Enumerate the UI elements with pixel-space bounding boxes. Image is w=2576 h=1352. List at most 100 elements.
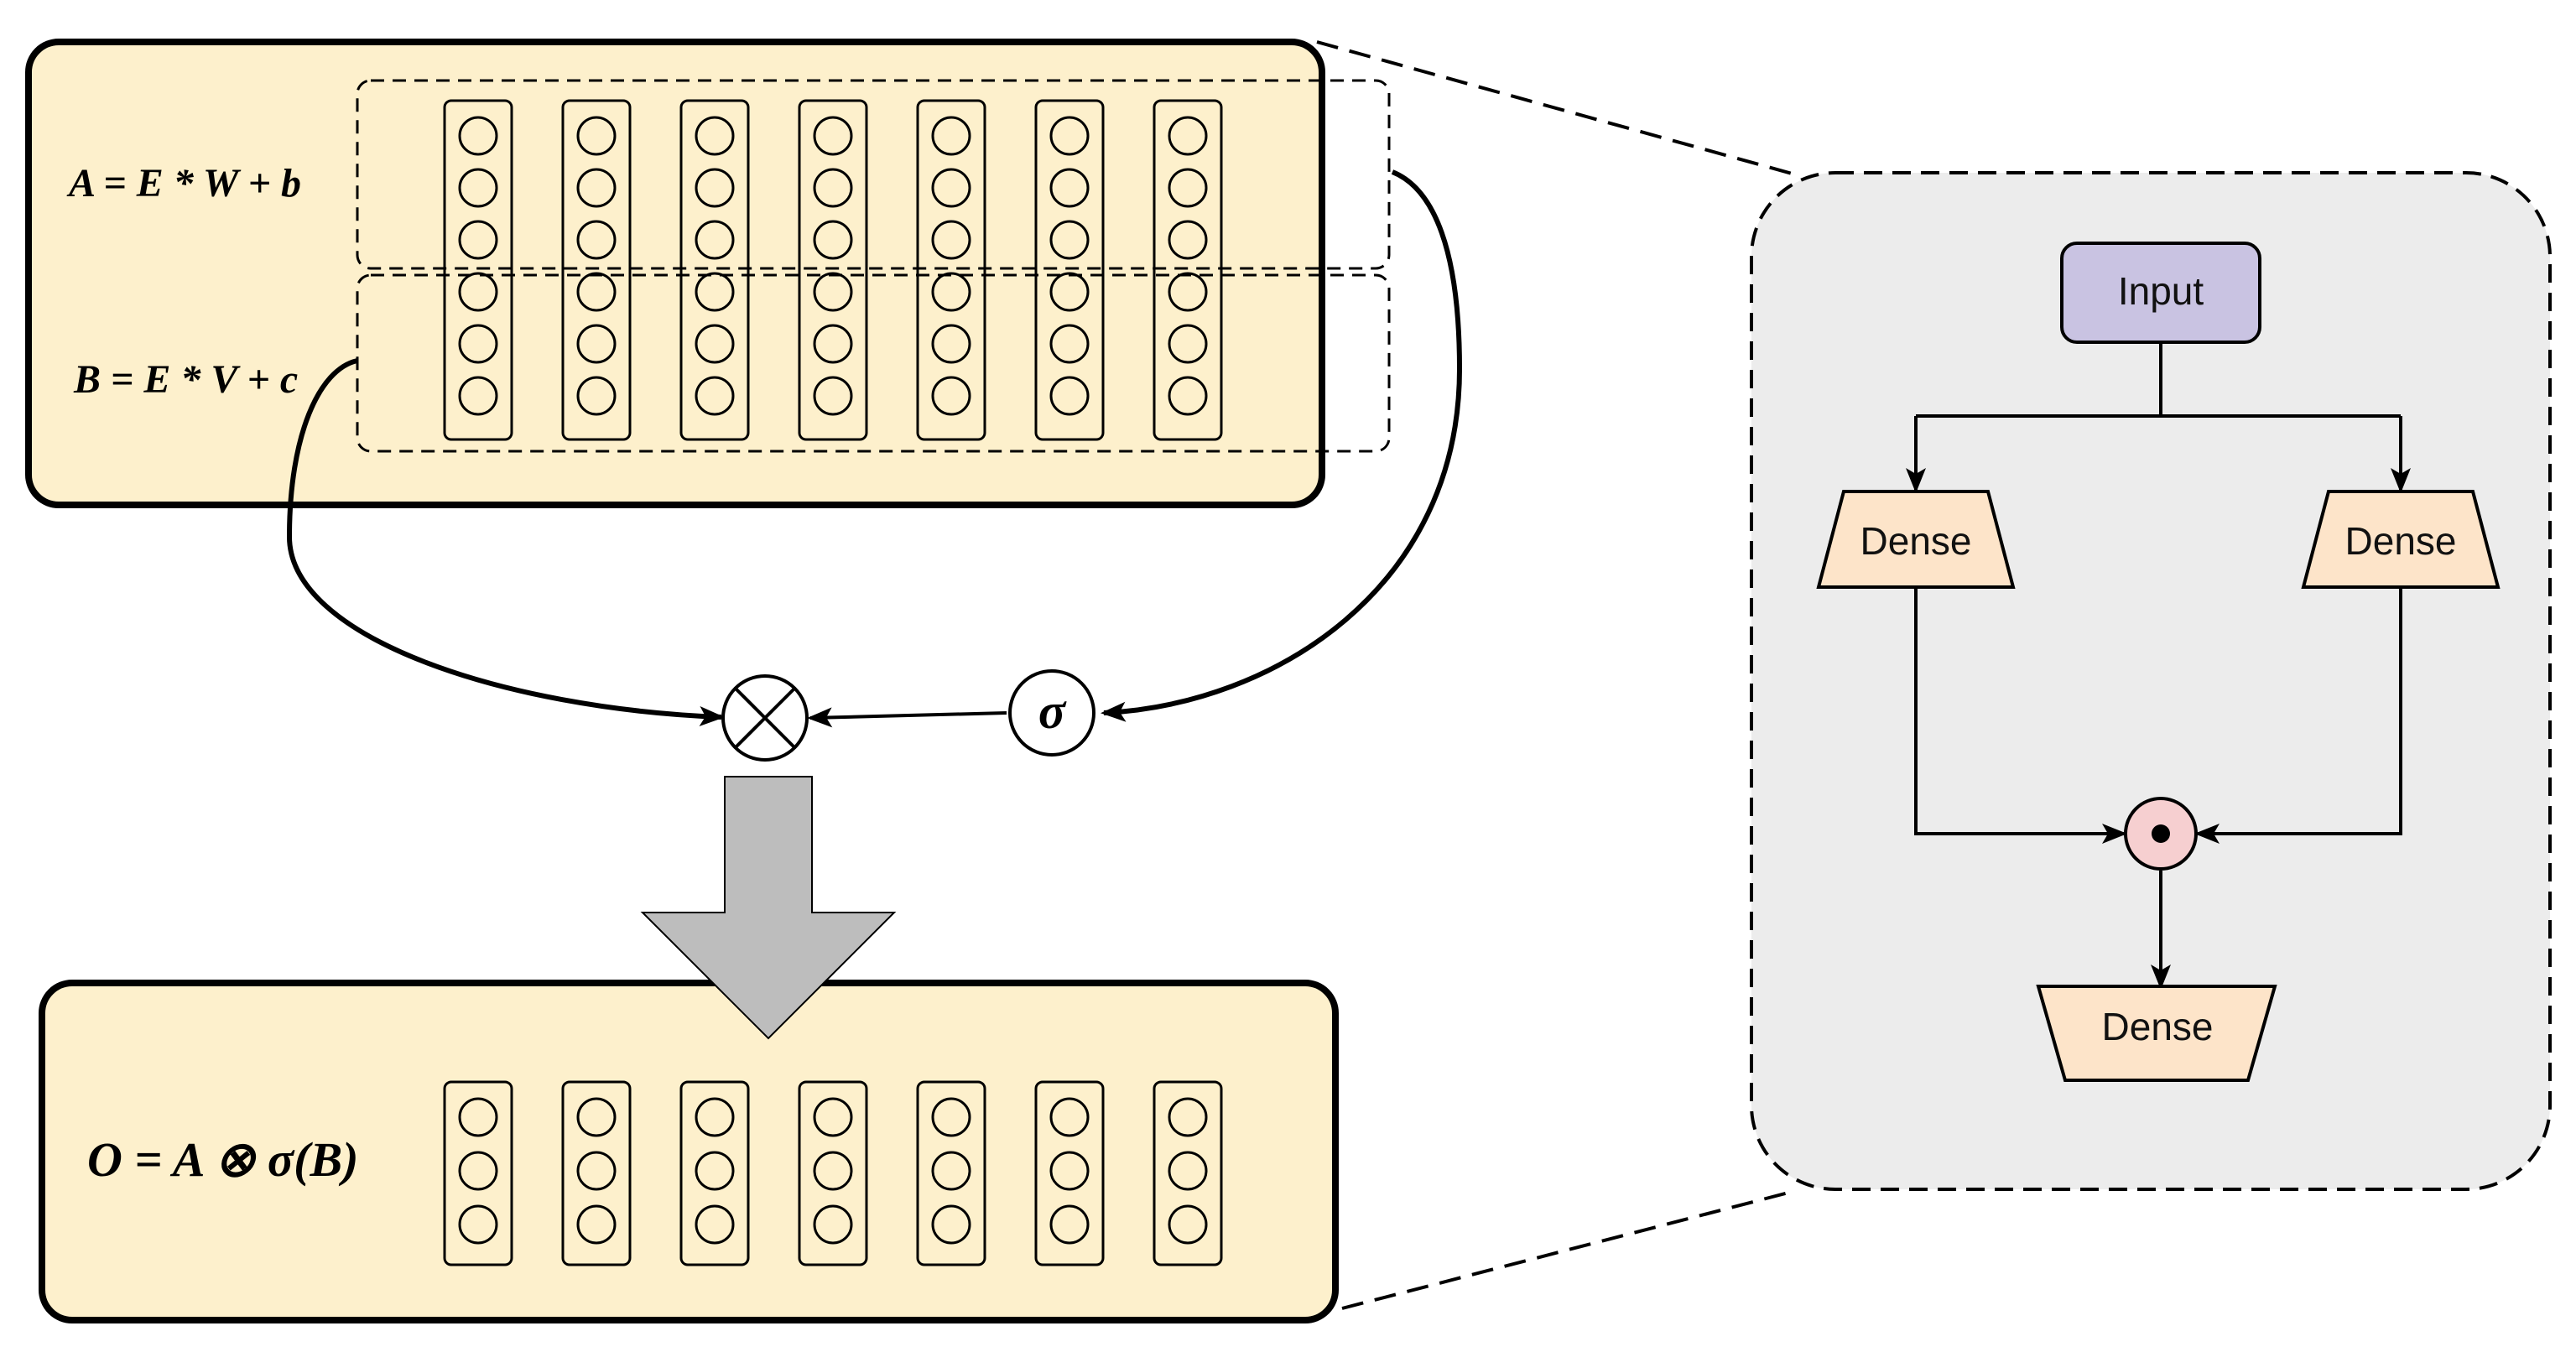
top-neuron bbox=[813, 220, 853, 260]
sigma-to-multiply-arrow bbox=[807, 707, 1007, 728]
bottom-panel bbox=[39, 980, 1339, 1323]
top-neuron bbox=[931, 220, 971, 260]
dense-output-label: Dense bbox=[2102, 1005, 2214, 1048]
bottom-neuron bbox=[1168, 1151, 1208, 1191]
top-neuron bbox=[1168, 272, 1208, 312]
top-neuron bbox=[695, 272, 735, 312]
bottom-column-2 bbox=[561, 1080, 632, 1266]
top-neuron bbox=[458, 116, 498, 156]
zoom-line-top bbox=[1316, 40, 1796, 176]
bottom-neuron bbox=[813, 1151, 853, 1191]
top-neuron bbox=[931, 116, 971, 156]
top-column-7 bbox=[1153, 99, 1223, 441]
zoom-line-bottom bbox=[1341, 1189, 1796, 1310]
dense-left-label: Dense bbox=[1860, 519, 1972, 563]
top-panel bbox=[25, 39, 1325, 508]
top-neuron bbox=[576, 116, 617, 156]
top-neuron bbox=[458, 272, 498, 312]
top-column-4 bbox=[798, 99, 868, 441]
top-neuron bbox=[931, 376, 971, 416]
dense-left-node bbox=[1816, 490, 2016, 589]
equation-a: A = E * W + b bbox=[66, 161, 301, 205]
bottom-column-4 bbox=[798, 1080, 868, 1266]
dense-left-to-product-arrow bbox=[1914, 587, 2127, 844]
bottom-neuron bbox=[1049, 1151, 1090, 1191]
top-neuron bbox=[1168, 324, 1208, 364]
equation-o: O = A ⊗ σ(B) bbox=[87, 1132, 358, 1187]
bottom-neuron bbox=[458, 1151, 498, 1191]
top-neuron bbox=[695, 168, 735, 208]
top-neuron bbox=[813, 116, 853, 156]
top-neuron bbox=[576, 324, 617, 364]
bottom-column-1 bbox=[443, 1080, 513, 1266]
top-neuron bbox=[695, 116, 735, 156]
dense-right-to-product-arrow bbox=[2194, 587, 2402, 844]
top-neuron bbox=[1049, 168, 1090, 208]
top-neuron bbox=[813, 168, 853, 208]
input-node bbox=[2060, 242, 2261, 344]
top-neuron bbox=[1168, 376, 1208, 416]
top-neuron bbox=[695, 324, 735, 364]
top-neuron bbox=[813, 324, 853, 364]
top-column-2 bbox=[561, 99, 632, 441]
bottom-neuron bbox=[576, 1097, 617, 1137]
top-column-3 bbox=[679, 99, 750, 441]
top-neuron bbox=[458, 376, 498, 416]
bottom-neuron bbox=[576, 1204, 617, 1245]
top-neuron bbox=[813, 272, 853, 312]
bottom-neuron bbox=[1168, 1204, 1208, 1245]
bottom-neuron bbox=[576, 1151, 617, 1191]
top-neuron bbox=[576, 272, 617, 312]
bottom-column-5 bbox=[916, 1080, 986, 1266]
bottom-neuron bbox=[1168, 1097, 1208, 1137]
bottom-column-3 bbox=[679, 1080, 750, 1266]
bottom-neuron bbox=[931, 1204, 971, 1245]
bottom-neuron bbox=[931, 1151, 971, 1191]
top-neuron bbox=[931, 168, 971, 208]
bottom-neuron bbox=[695, 1204, 735, 1245]
top-neuron bbox=[1049, 116, 1090, 156]
a-projection-region bbox=[356, 79, 1391, 270]
bottom-column-7 bbox=[1153, 1080, 1223, 1266]
bottom-neuron bbox=[695, 1151, 735, 1191]
dense-output-node bbox=[2036, 985, 2277, 1082]
bottom-neuron bbox=[458, 1097, 498, 1137]
bottom-neuron bbox=[1049, 1204, 1090, 1245]
top-neuron bbox=[576, 220, 617, 260]
sigma-operator: σ bbox=[1008, 669, 1095, 757]
top-neuron bbox=[695, 376, 735, 416]
top-column-6 bbox=[1034, 99, 1105, 441]
bottom-neuron bbox=[813, 1097, 853, 1137]
top-neuron bbox=[458, 324, 498, 364]
top-neuron bbox=[1049, 376, 1090, 416]
top-neuron bbox=[931, 272, 971, 312]
dense-right-node bbox=[2301, 490, 2501, 589]
output-down-arrow bbox=[640, 776, 897, 1040]
bottom-neuron bbox=[1049, 1097, 1090, 1137]
input-node-label: Input bbox=[2118, 269, 2204, 313]
a-to-sigma-curve bbox=[1101, 169, 1463, 722]
product-dot bbox=[2152, 824, 2170, 843]
top-neuron bbox=[1049, 272, 1090, 312]
bottom-column-6 bbox=[1034, 1080, 1105, 1266]
top-neuron bbox=[1049, 324, 1090, 364]
bottom-neuron bbox=[931, 1097, 971, 1137]
top-neuron bbox=[1168, 116, 1208, 156]
multiply-operator bbox=[721, 674, 809, 762]
top-neuron bbox=[813, 376, 853, 416]
top-neuron bbox=[458, 168, 498, 208]
top-neuron bbox=[1049, 220, 1090, 260]
bottom-neuron-columns bbox=[443, 1080, 1223, 1266]
detail-view-panel bbox=[1750, 171, 2552, 1191]
top-neuron bbox=[1168, 168, 1208, 208]
top-neuron-columns bbox=[443, 99, 1223, 441]
dense-right-label: Dense bbox=[2345, 519, 2457, 563]
bottom-neuron bbox=[695, 1097, 735, 1137]
top-neuron bbox=[576, 376, 617, 416]
bottom-neuron bbox=[813, 1204, 853, 1245]
top-column-1 bbox=[443, 99, 513, 441]
top-column-5 bbox=[916, 99, 986, 441]
top-neuron bbox=[458, 220, 498, 260]
b-to-multiply-curve bbox=[286, 358, 725, 726]
